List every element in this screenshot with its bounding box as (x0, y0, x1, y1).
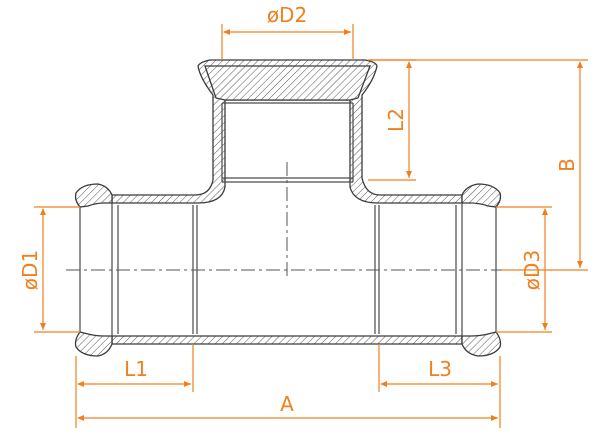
dimension-d3: øD3 (496, 206, 552, 333)
dimension-d2: øD2 (221, 3, 354, 60)
left-socket-flare-bottom (74, 331, 113, 357)
dimension-b-label: B (555, 158, 579, 172)
dimension-d3-label: øD3 (520, 250, 544, 290)
dimension-d2-label: øD2 (267, 3, 307, 27)
left-socket-flare-top (74, 183, 113, 208)
right-socket-flare-bottom (461, 331, 502, 357)
run-bottom-wall (111, 335, 463, 345)
dimension-l2: L2 (368, 59, 416, 181)
right-socket-flare-top (461, 183, 502, 208)
dimension-d1-label: øD1 (18, 250, 42, 290)
dimension-l1: L1 (75, 344, 194, 428)
dimension-l2-label: L2 (384, 108, 408, 132)
dimension-a: A (77, 392, 498, 421)
dimension-b: B (370, 59, 588, 271)
fitting-body (66, 59, 515, 357)
top-socket-inner (204, 65, 371, 101)
dimension-l3-label: L3 (428, 357, 452, 381)
dimension-l3: L3 (378, 344, 501, 428)
dimension-l1-label: L1 (124, 357, 148, 381)
dimensions: øD2 L2 B øD1 øD3 (18, 3, 588, 428)
dimension-a-label: A (280, 392, 294, 416)
dimension-d1: øD1 (18, 206, 80, 333)
